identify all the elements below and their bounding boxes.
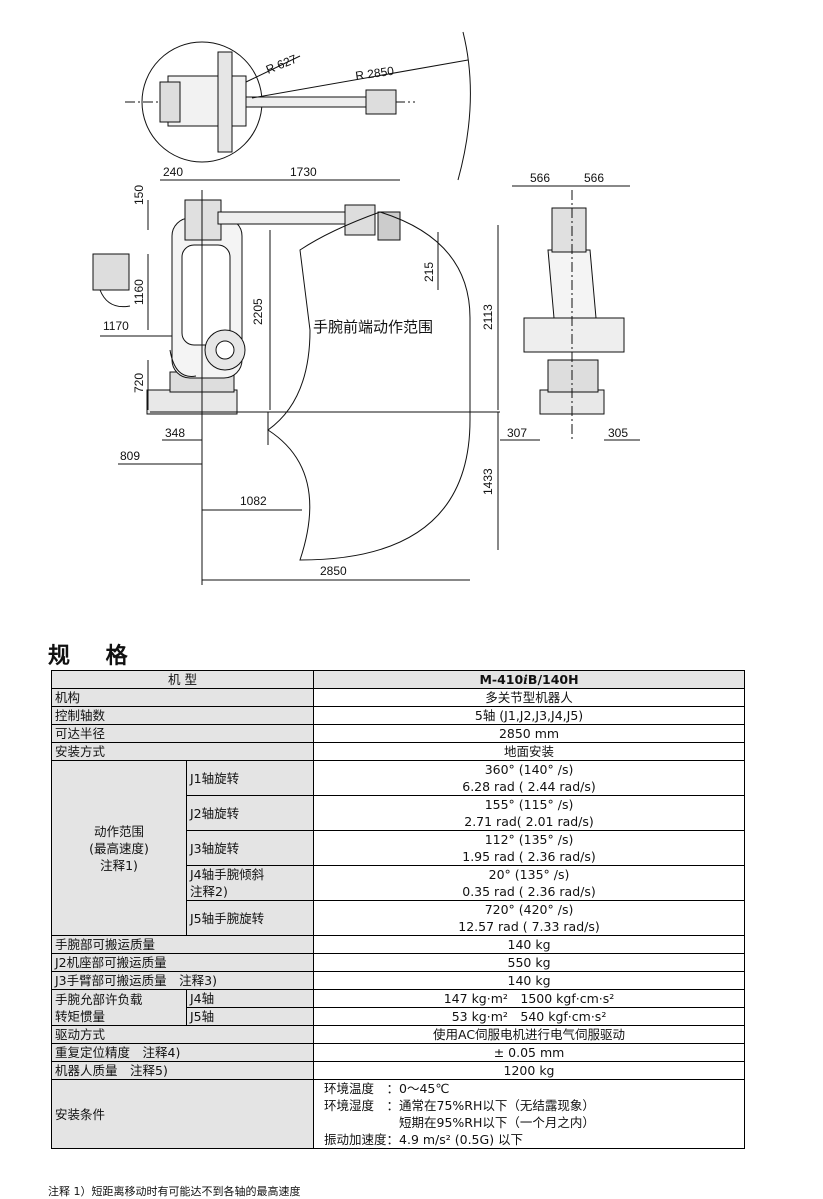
drive-label: 驱动方式 bbox=[50, 1025, 315, 1044]
model-name: M-410iB/140H bbox=[313, 670, 746, 689]
inertia-j4-label: J4轴 bbox=[185, 989, 315, 1008]
j3arm-label: J3手臂部可搬运质量 注释3) bbox=[50, 971, 315, 990]
spec-title: 规 格 bbox=[48, 644, 142, 669]
inertia-j5-value: 53 kg·m² 540 kgf·cm·s² bbox=[313, 1007, 746, 1026]
row-install-value: 地面安装 bbox=[313, 742, 746, 761]
dim-307: 307 bbox=[507, 426, 527, 440]
j2base-value: 550 kg bbox=[313, 953, 746, 972]
work-range-outline bbox=[267, 211, 471, 561]
dim-809: 809 bbox=[120, 449, 140, 463]
row-install-label: 安装方式 bbox=[50, 742, 315, 761]
dim-150: 150 bbox=[132, 185, 146, 205]
j4-value: 20° (135° /s)0.35 rad ( 2.36 rad/s) bbox=[313, 865, 746, 901]
j5-value: 720° (420° /s)12.57 rad ( 7.33 rad/s) bbox=[313, 900, 746, 936]
dim-305: 305 bbox=[608, 426, 628, 440]
side-view bbox=[92, 199, 401, 415]
payload-value: 140 kg bbox=[313, 935, 746, 954]
row-mechanism-value: 多关节型机器人 bbox=[313, 688, 746, 707]
row-reach-label: 可达半径 bbox=[50, 724, 315, 743]
work-range-label: 手腕前端动作范围 bbox=[313, 318, 433, 336]
payload-label: 手腕部可搬运质量 bbox=[50, 935, 315, 954]
repeat-label: 重复定位精度 注释4) bbox=[50, 1043, 315, 1062]
dim-1433: 1433 bbox=[481, 468, 495, 495]
dim-240: 240 bbox=[163, 165, 183, 179]
row-axes-label: 控制轴数 bbox=[50, 706, 315, 725]
j3-label: J3轴旋转 bbox=[185, 830, 315, 866]
inertia-group: 手腕允部许负载转矩惯量 bbox=[51, 989, 187, 1026]
dim-348: 348 bbox=[165, 426, 185, 440]
j3arm-value: 140 kg bbox=[313, 971, 746, 990]
mass-label: 机器人质量 注释5) bbox=[50, 1061, 315, 1080]
j2base-label: J2机座部可搬运质量 bbox=[50, 953, 315, 972]
mass-value: 1200 kg bbox=[313, 1061, 746, 1080]
dim-720: 720 bbox=[132, 373, 146, 393]
row-axes-value: 5轴 (J1,J2,J3,J4,J5) bbox=[313, 706, 746, 725]
conditions-value: 环境温度 ：0～45℃ 环境湿度 ：通常在75%RH以下（无结露现象） 短期在9… bbox=[313, 1079, 746, 1149]
conditions-label: 安装条件 bbox=[50, 1079, 315, 1149]
inertia-j4-value: 147 kg·m² 1500 kgf·cm·s² bbox=[313, 989, 746, 1008]
dim-1170: 1170 bbox=[103, 319, 129, 333]
j5-label: J5轴手腕旋转 bbox=[185, 900, 315, 936]
footnote: 注释 1）短距离移动时有可能达不到各轴的最高速度 bbox=[48, 1185, 301, 1198]
dim-215: 215 bbox=[422, 262, 436, 282]
dim-1730: 1730 bbox=[290, 165, 317, 179]
j4-label: J4轴手腕倾斜注释2) bbox=[185, 865, 315, 901]
repeat-value: ± 0.05 mm bbox=[313, 1043, 746, 1062]
j2-value: 155° (115° /s)2.71 rad( 2.01 rad/s) bbox=[313, 795, 746, 831]
dim-r627: R 627 bbox=[264, 52, 299, 77]
dim-566-right: 566 bbox=[584, 171, 604, 185]
dim-566-left: 566 bbox=[530, 171, 550, 185]
motion-range-group: 动作范围 (最高速度) 注释1) bbox=[51, 760, 187, 936]
dim-r2850: R 2850 bbox=[354, 64, 395, 83]
inertia-j5-label: J5轴 bbox=[185, 1007, 315, 1026]
front-view bbox=[523, 190, 625, 440]
drive-value: 使用AC伺服电机进行电气伺服驱动 bbox=[313, 1025, 746, 1044]
header-label: 机 型 bbox=[50, 670, 315, 689]
j3-value: 112° (135° /s)1.95 rad ( 2.36 rad/s) bbox=[313, 830, 746, 866]
j1-value: 360° (140° /s)6.28 rad ( 2.44 rad/s) bbox=[313, 760, 746, 796]
robot-dimension-drawing: R 627 R 2850 240 1730 150 1160 1170 2205… bbox=[92, 31, 640, 585]
dim-1082: 1082 bbox=[240, 494, 267, 508]
dim-2205: 2205 bbox=[251, 298, 265, 325]
j2-label: J2轴旋转 bbox=[185, 795, 315, 831]
dim-2850: 2850 bbox=[320, 564, 347, 578]
j1-label: J1轴旋转 bbox=[185, 760, 315, 796]
dim-1160: 1160 bbox=[132, 279, 146, 305]
row-mechanism-label: 机构 bbox=[50, 688, 315, 707]
top-view bbox=[125, 31, 471, 181]
row-reach-value: 2850 mm bbox=[313, 724, 746, 743]
dim-2113: 2113 bbox=[481, 304, 495, 330]
